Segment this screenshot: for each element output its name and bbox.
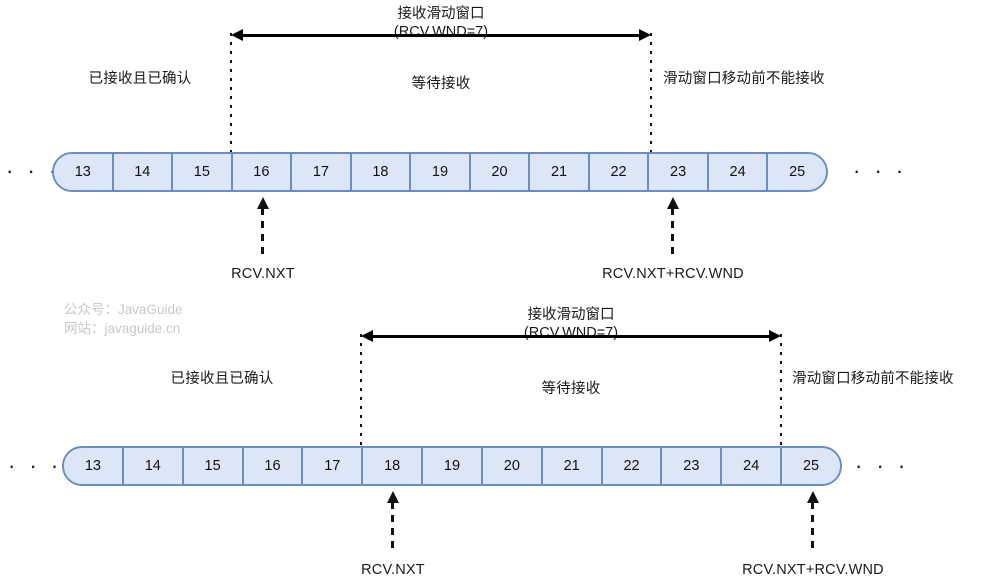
- window-span-arrow-top: [231, 29, 651, 41]
- sequence-cell: 17: [292, 154, 352, 190]
- sequence-cell: 15: [183, 448, 244, 484]
- sequence-cell: 22: [602, 448, 663, 484]
- label-rcv-nxt-bottom: RCV.NXT: [361, 562, 425, 578]
- label-awaiting-top: 等待接收: [411, 76, 471, 92]
- arrow-bar: [369, 335, 773, 338]
- label-not-receivable-top: 滑动窗口移动前不能接收: [663, 71, 825, 87]
- arrow-head-up-icon: [667, 197, 679, 209]
- window-left-boundary-line-bottom: [360, 334, 362, 456]
- label-rcv-nxt-top: RCV.NXT: [231, 266, 295, 282]
- arrow-head-left-icon: [231, 29, 243, 41]
- sequence-cell: 18: [351, 154, 412, 190]
- arrow-shaft: [811, 502, 814, 553]
- label-awaiting-bottom: 等待接收: [541, 381, 601, 397]
- window-span-arrow-bottom: [361, 330, 781, 342]
- sequence-cell: 15: [173, 154, 233, 190]
- label-not-receivable-bottom: 滑动窗口移动前不能接收: [792, 371, 954, 387]
- arrow-head-right-icon: [639, 29, 651, 41]
- window-left-boundary-line-top: [230, 33, 232, 155]
- pointer-rcv-nxt-plus-wnd-top: [667, 197, 679, 259]
- arrow-bar: [239, 34, 643, 37]
- ellipsis-right-bottom: · · ·: [855, 453, 910, 478]
- ellipsis-left-bottom: · · ·: [8, 453, 63, 478]
- sequence-cell: 19: [423, 448, 483, 484]
- sequence-cell: 17: [303, 448, 364, 484]
- sequence-cell: 16: [232, 154, 293, 190]
- sequence-cell: 19: [411, 154, 471, 190]
- sequence-cell: 21: [542, 448, 603, 484]
- ellipsis-right-top: · · ·: [853, 158, 908, 183]
- arrow-head-up-icon: [387, 491, 399, 503]
- window-right-boundary-line-bottom: [780, 334, 782, 456]
- watermark-line-1: 公众号：JavaGuide: [64, 302, 183, 317]
- sequence-cell: 18: [363, 448, 424, 484]
- label-rcv-nxt-plus-wnd-top: RCV.NXT+RCV.WND: [602, 266, 744, 282]
- sequence-cell: 23: [662, 448, 723, 484]
- sequence-cell: 22: [589, 154, 650, 190]
- arrow-head-up-icon: [257, 197, 269, 209]
- sequence-cell: 23: [649, 154, 709, 190]
- sequence-cell: 25: [768, 154, 826, 190]
- sequence-cell: 16: [243, 448, 304, 484]
- sequence-cell: 13: [54, 154, 114, 190]
- watermark-line-2: 网站：javaguide.cn: [64, 321, 181, 336]
- arrow-shaft: [391, 502, 394, 553]
- watermark: 公众号：JavaGuide 网站：javaguide.cn: [64, 300, 183, 338]
- ellipsis-left-top: · · ·: [6, 158, 61, 183]
- sequence-cell: 14: [123, 448, 184, 484]
- sequence-cell: 13: [64, 448, 124, 484]
- arrow-head-left-icon: [361, 330, 373, 342]
- arrow-shaft: [261, 208, 264, 259]
- sequence-cell: 25: [782, 448, 840, 484]
- pointer-rcv-nxt-bottom: [387, 491, 399, 553]
- arrow-shaft: [671, 208, 674, 259]
- pointer-rcv-nxt-top: [257, 197, 269, 259]
- sequence-cell: 24: [708, 154, 769, 190]
- sequence-cell: 20: [470, 154, 531, 190]
- window-title-text-bottom: 接收滑动窗口: [527, 307, 615, 323]
- sequence-cell: 14: [113, 154, 174, 190]
- window-title-text-top: 接收滑动窗口: [397, 6, 485, 22]
- sequence-cell: 21: [530, 154, 590, 190]
- sequence-cell: 20: [482, 448, 543, 484]
- arrow-head-right-icon: [769, 330, 781, 342]
- label-rcv-nxt-plus-wnd-bottom: RCV.NXT+RCV.WND: [742, 562, 884, 578]
- sequence-cell: 24: [722, 448, 783, 484]
- pointer-rcv-nxt-plus-wnd-bottom: [807, 491, 819, 553]
- label-acknowledged-top: 已接收且已确认: [88, 71, 192, 87]
- arrow-head-up-icon: [807, 491, 819, 503]
- window-right-boundary-line-top: [650, 33, 652, 155]
- label-acknowledged-bottom: 已接收且已确认: [170, 371, 274, 387]
